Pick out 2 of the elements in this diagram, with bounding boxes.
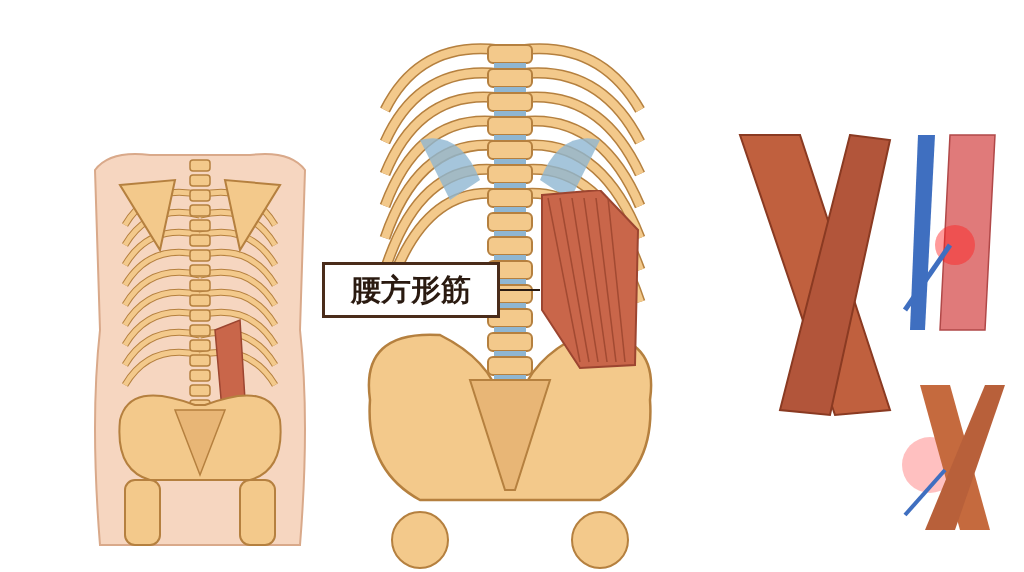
leader-line bbox=[499, 289, 541, 291]
muscle-name-label: 腰方形筋 bbox=[322, 262, 500, 318]
